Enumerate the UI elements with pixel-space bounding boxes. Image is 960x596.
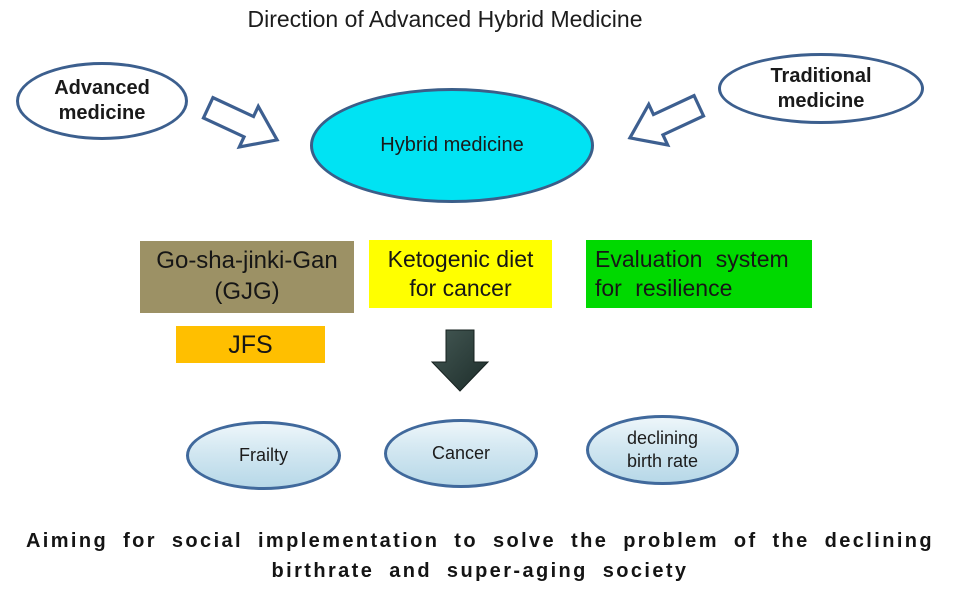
- evaluation-label-line2: for resilience: [595, 275, 733, 301]
- ketogenic-label-line1: Ketogenic diet: [387, 245, 534, 272]
- advanced-medicine-label-line1: Advanced: [54, 77, 150, 99]
- footer-line1: Aiming for social implementation to solv…: [25, 530, 935, 552]
- gjg-box: Go-sha-jinki-Gan (GJG): [140, 241, 354, 313]
- footer-line2: birthrate and super-aging society: [271, 560, 689, 582]
- jfs-box: JFS: [176, 326, 325, 363]
- traditional-medicine-label-line1: Traditional: [770, 64, 872, 87]
- jfs-label: JFS: [228, 330, 273, 359]
- evaluation-label-line1: Evaluation system: [595, 245, 789, 272]
- left-arrow-icon: [627, 93, 706, 148]
- ketogenic-label-line2: for cancer: [409, 275, 512, 301]
- cancer-label: Cancer: [431, 442, 491, 463]
- footer-statement: Aiming for social implementation to solv…: [0, 526, 960, 586]
- ketogenic-diet-box: Ketogenic diet for cancer: [369, 240, 552, 308]
- traditional-medicine-ellipse: Traditional medicine: [718, 53, 924, 124]
- declining-birth-rate-label-line2: birth rate: [626, 451, 699, 471]
- right-arrow-icon: [201, 95, 280, 150]
- hybrid-medicine-label: Hybrid medicine: [380, 134, 524, 156]
- frailty-ellipse: Frailty: [186, 421, 341, 490]
- gjg-label-line1: Go-sha-jinki-Gan: [156, 247, 338, 275]
- slide-title: Direction of Advanced Hybrid Medicine: [247, 6, 643, 32]
- advanced-medicine-ellipse: Advanced medicine: [16, 62, 188, 140]
- advanced-medicine-label-line2: medicine: [58, 102, 146, 124]
- declining-birth-rate-ellipse: declining birth rate: [586, 415, 739, 485]
- declining-birth-rate-label-line1: declining: [626, 427, 699, 448]
- evaluation-system-box: Evaluation system for resilience: [586, 240, 812, 308]
- frailty-label: Frailty: [239, 444, 288, 465]
- cancer-ellipse: Cancer: [384, 419, 538, 488]
- traditional-medicine-label-line2: medicine: [777, 89, 865, 112]
- gjg-label-line2: (GJG): [214, 278, 280, 305]
- down-arrow-icon: [430, 329, 490, 392]
- hybrid-medicine-ellipse: Hybrid medicine: [310, 88, 594, 203]
